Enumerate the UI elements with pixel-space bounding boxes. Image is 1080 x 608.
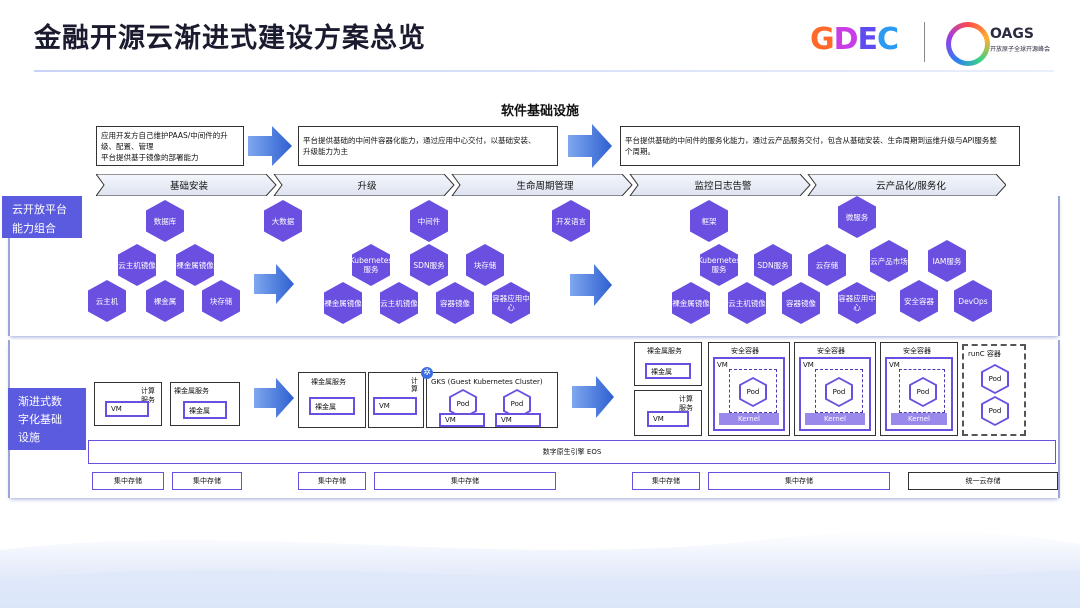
vm-box: VM — [647, 411, 689, 427]
vm-box: VM — [439, 413, 485, 427]
arrow-right-icon — [568, 124, 612, 168]
arrow-right-icon — [254, 264, 294, 304]
arrow-right-icon — [254, 378, 294, 418]
bare-metal-service-box: 裸金属服务 裸金属 — [170, 382, 240, 426]
storage-box: 集中存储 — [92, 472, 164, 490]
bare-metal-box: 裸金属 — [309, 397, 355, 415]
category-hex: 大数据 — [264, 200, 302, 242]
arrow-right-icon — [572, 376, 614, 418]
vm-frame: VM Pod Kernel — [713, 357, 785, 431]
capability-hex: Kubernetes服务 — [352, 244, 390, 286]
unified-storage-box: 统一云存储 — [908, 472, 1058, 490]
title-divider — [34, 70, 1054, 72]
pod-icon: Pod — [739, 377, 767, 407]
kubernetes-icon: ✲ — [421, 367, 433, 379]
compute-service-box: 计算 服务 VM — [634, 390, 702, 436]
kernel-bar: Kernel — [805, 413, 865, 425]
category-hex: 中间件 — [410, 200, 448, 242]
band-edge — [1058, 340, 1060, 498]
secure-container-box: 安全容器 VM Pod Kernel — [880, 342, 958, 436]
bare-metal-box: 裸金属 — [645, 363, 691, 379]
sandbox-frame — [729, 369, 777, 413]
desc-box-3: 平台提供基础的中间件的服务化能力，通过云产品服务交付，包含从基础安装、生命周期到… — [620, 126, 1020, 166]
kernel-bar: Kernel — [719, 413, 779, 425]
cloud-platform-label: 云开放平台能力组合 — [2, 196, 82, 238]
pod-icon: Pod — [981, 364, 1009, 394]
vm-frame: VM Pod Kernel — [799, 357, 871, 431]
capability-hex: 容器镜像 — [436, 282, 474, 324]
bare-metal-service-box: 裸金属服务 裸金属 — [298, 372, 366, 428]
compute-service-box: 计算 VM — [368, 372, 424, 428]
stage-chevrons — [96, 174, 1006, 196]
secure-container-box: 安全容器 VM Pod Kernel — [794, 342, 876, 436]
bare-metal-service-box: 裸金属服务 裸金属 — [634, 342, 702, 386]
oags-logo-subtitle: 开放原子全球开源峰会 — [990, 46, 1051, 53]
stage-label: 云产品化/服务化 — [876, 181, 946, 192]
runc-container-box: runC 容器 Pod Pod — [962, 344, 1026, 436]
pod-icon: Pod — [825, 377, 853, 407]
desc-box-1: 应用开发方自己维护PAAS/中间件的升级、配置、管理平台提供基于镜像的部署能力 — [96, 126, 244, 166]
capability-hex: SDN服务 — [410, 244, 448, 286]
capability-hex: 云主机镜像 — [380, 282, 418, 324]
decorative-wave — [0, 530, 1080, 608]
capability-hex: 裸金属镜像 — [324, 282, 362, 324]
pod-icon: Pod — [909, 377, 937, 407]
vm-box: VM — [105, 401, 149, 417]
software-section-title: 软件基础设施 — [500, 104, 579, 119]
stage-label: 生命周期管理 — [516, 181, 574, 192]
capability-hex: 块存储 — [466, 244, 504, 286]
infra-label: 渐进式数字化基础设施 — [8, 388, 86, 450]
storage-box: 集中存储 — [632, 472, 700, 490]
stage-label: 升级 — [357, 181, 377, 192]
stage-label: 基础安装 — [169, 181, 208, 192]
secure-container-box: 安全容器 VM Pod Kernel — [708, 342, 790, 436]
storage-box: 集中存储 — [298, 472, 366, 490]
bare-metal-box: 裸金属 — [183, 401, 227, 419]
logo-separator — [924, 22, 925, 62]
desc-box-2: 平台提供基础的中间件容器化能力，通过应用中心交付，以基础安装、升级能力为主 — [298, 126, 558, 166]
page-title: 金融开源云渐进式建设方案总览 — [34, 23, 426, 54]
oags-logo-mark — [946, 22, 990, 66]
oags-logo-text: OAGS — [990, 26, 1034, 42]
gdec-logo: GDEC — [810, 22, 899, 57]
eos-engine-bar: 数字原生引擎 EOS — [88, 440, 1056, 464]
compute-service-box: 计算 服务 VM — [94, 382, 162, 426]
arrow-right-icon — [248, 126, 292, 166]
storage-box: 集中存储 — [374, 472, 556, 490]
capability-hex: 云主机 — [88, 280, 126, 322]
gks-box: GKS (Guest Kubernetes Cluster) Pod Pod V… — [426, 372, 558, 428]
sandbox-frame — [899, 369, 945, 413]
band-edge — [8, 196, 10, 336]
sandbox-frame — [815, 369, 863, 413]
arrow-right-icon — [570, 264, 612, 306]
vm-frame: VM Pod Kernel — [885, 357, 953, 431]
vm-box: VM — [373, 397, 417, 415]
storage-box: 集中存储 — [172, 472, 242, 490]
pod-icon: Pod — [981, 396, 1009, 426]
band-edge — [1058, 196, 1060, 336]
kernel-bar: Kernel — [891, 413, 947, 425]
vm-box: VM — [495, 413, 541, 427]
gks-label: GKS (Guest Kubernetes Cluster) — [431, 378, 543, 386]
stage-label: 监控日志告警 — [694, 181, 752, 192]
storage-box: 集中存储 — [708, 472, 890, 490]
